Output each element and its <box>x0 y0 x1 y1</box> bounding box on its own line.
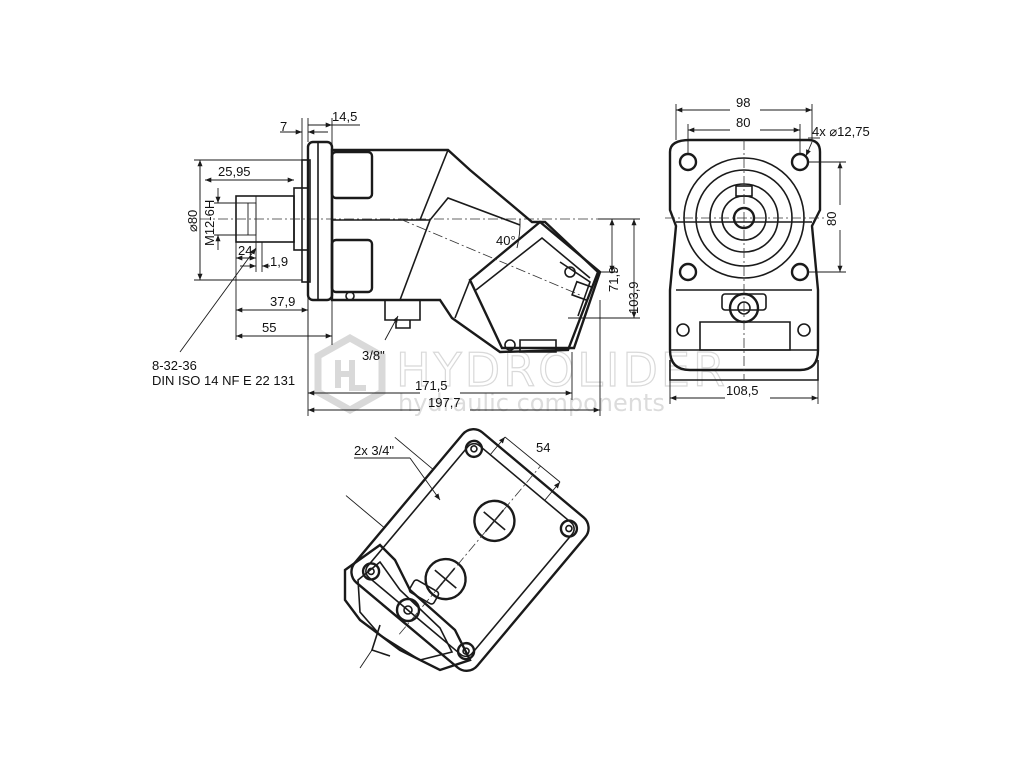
dim-angle-40: 40° <box>496 233 516 248</box>
dim-1-9: 1,9 <box>270 254 288 269</box>
dim-108-5: 108,5 <box>726 383 759 398</box>
dim-71-9: 71,9 <box>606 267 621 292</box>
dim-103-9: 103,9 <box>626 281 641 314</box>
port-view <box>343 428 590 672</box>
spline-note-line1: 8-32-36 <box>152 358 197 373</box>
dim-diameter-80: ⌀80 <box>185 210 200 232</box>
watermark-tagline: hydraulic components <box>398 389 665 417</box>
dim-m12-6h: M12-6H <box>202 200 217 246</box>
spline-note-line2: DIN ISO 14 NF E 22 131 <box>152 373 295 388</box>
dim-80-horizontal: 80 <box>736 115 750 130</box>
dim-25-95: 25,95 <box>218 164 251 179</box>
dim-ports-2x-3-4: 2x 3/4" <box>354 443 394 458</box>
dim-24: 24 <box>238 243 252 258</box>
front-view <box>665 138 825 381</box>
dim-197-7: 197,7 <box>428 395 461 410</box>
dim-98: 98 <box>736 95 750 110</box>
dim-port-3-8: 3/8" <box>362 348 385 363</box>
dim-holes-4x-12-75: 4x ⌀12,75 <box>812 124 870 139</box>
pump-housing <box>330 148 602 354</box>
dim-171-5: 171,5 <box>415 378 448 393</box>
port-view-dimensions: 2x 3/4" 54 <box>354 436 561 501</box>
dim-14-5: 14,5 <box>332 109 357 124</box>
dim-54: 54 <box>536 440 550 455</box>
front-view-dimensions: 98 80 4x ⌀12,75 80 108,5 <box>669 95 870 404</box>
mounting-flange <box>301 140 334 302</box>
dim-55: 55 <box>262 320 276 335</box>
dim-37-9: 37,9 <box>270 294 295 309</box>
side-view <box>200 140 640 354</box>
dim-80-vertical: 80 <box>824 212 839 226</box>
dim-7: 7 <box>280 119 287 134</box>
side-view-dimensions: 7 14,5 25,95 ⌀80 M12-6H 24 1,9 <box>152 109 641 416</box>
